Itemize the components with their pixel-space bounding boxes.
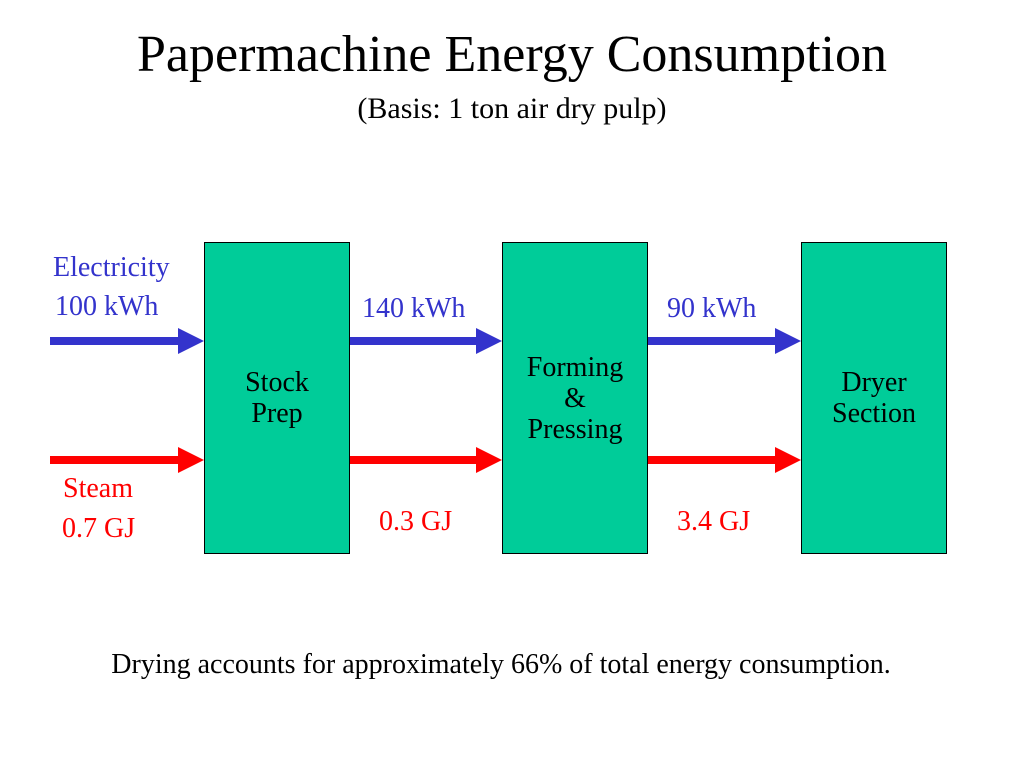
slide-title: Papermachine Energy Consumption — [136, 26, 887, 83]
forming-pressing-box: Forming & Pressing — [502, 242, 648, 554]
steam-stage3-value: 3.4 GJ — [677, 506, 751, 537]
steam-arrow-2 — [350, 447, 502, 473]
steam-arrow-1 — [50, 447, 204, 473]
stock-prep-label: Stock Prep — [245, 367, 309, 429]
steam-input-value: 0.7 GJ — [62, 513, 136, 544]
electricity-input-label: Electricity — [53, 252, 170, 283]
electricity-stage3-value: 90 kWh — [667, 293, 757, 324]
steam-stage2-value: 0.3 GJ — [379, 506, 453, 537]
dryer-section-box: Dryer Section — [801, 242, 947, 554]
electricity-arrow-3 — [648, 328, 801, 354]
steam-arrow-3 — [648, 447, 801, 473]
electricity-arrow-2 — [350, 328, 502, 354]
forming-pressing-label: Forming & Pressing — [526, 351, 624, 445]
dryer-section-label: Dryer Section — [832, 367, 916, 429]
electricity-arrow-1 — [50, 328, 204, 354]
electricity-input-value: 100 kWh — [55, 291, 159, 322]
steam-input-label: Steam — [63, 473, 133, 504]
footer-note: Drying accounts for approximately 66% of… — [111, 649, 891, 680]
stock-prep-box: Stock Prep — [204, 242, 350, 554]
electricity-stage2-value: 140 kWh — [362, 293, 466, 324]
slide-subtitle: (Basis: 1 ton air dry pulp) — [357, 92, 667, 125]
